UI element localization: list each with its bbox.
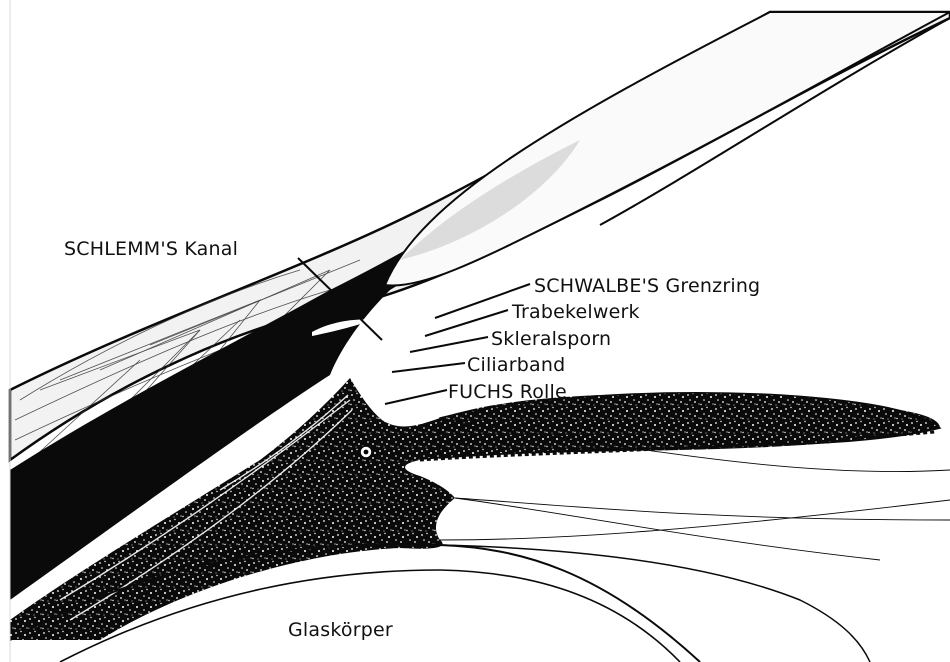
- label-schlemms-kanal: SCHLEMM'S Kanal: [64, 240, 238, 259]
- label-ciliarband: Ciliarband: [467, 356, 565, 375]
- trabecular-meshwork: [360, 326, 410, 364]
- label-fuchs-rolle: FUCHS Rolle: [448, 383, 567, 402]
- label-skleralsporn: Skleralsporn: [491, 330, 611, 349]
- lens-capsule: [440, 545, 870, 662]
- label-schwalbes-grenzring: SCHWALBE'S Grenzring: [534, 277, 760, 296]
- label-glaskoerper: Glaskörper: [288, 621, 393, 640]
- label-trabekelwerk: Trabekelwerk: [512, 303, 640, 322]
